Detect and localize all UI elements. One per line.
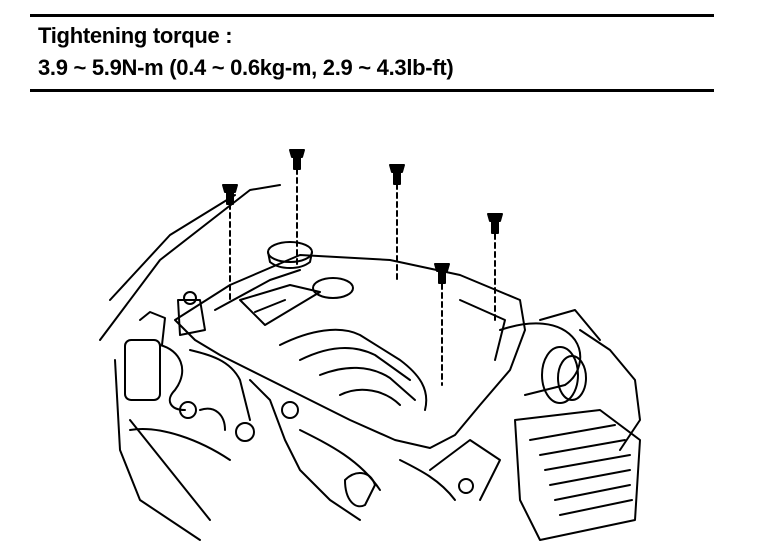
oil-filler-cap <box>267 241 313 269</box>
hood-outline <box>99 184 641 541</box>
intake-hose <box>499 309 601 404</box>
air-box <box>514 409 641 541</box>
left-components <box>124 291 255 461</box>
torque-label: Tightening torque : <box>38 23 233 48</box>
engine-cover <box>174 254 526 449</box>
bolt-3 <box>389 164 405 284</box>
bolt-4 <box>434 263 450 386</box>
lower-engine <box>249 379 501 521</box>
bolt-2 <box>289 149 305 269</box>
bolt-5 <box>487 213 503 321</box>
torque-value: 3.9 ~ 5.9N-m (0.4 ~ 0.6kg-m, 2.9 ~ 4.3lb… <box>38 55 454 80</box>
bolt-1 <box>222 184 238 301</box>
top-rule <box>30 14 714 17</box>
torque-spec: Tightening torque : 3.9 ~ 5.9N-m (0.4 ~ … <box>38 20 454 84</box>
bottom-rule <box>30 89 714 92</box>
